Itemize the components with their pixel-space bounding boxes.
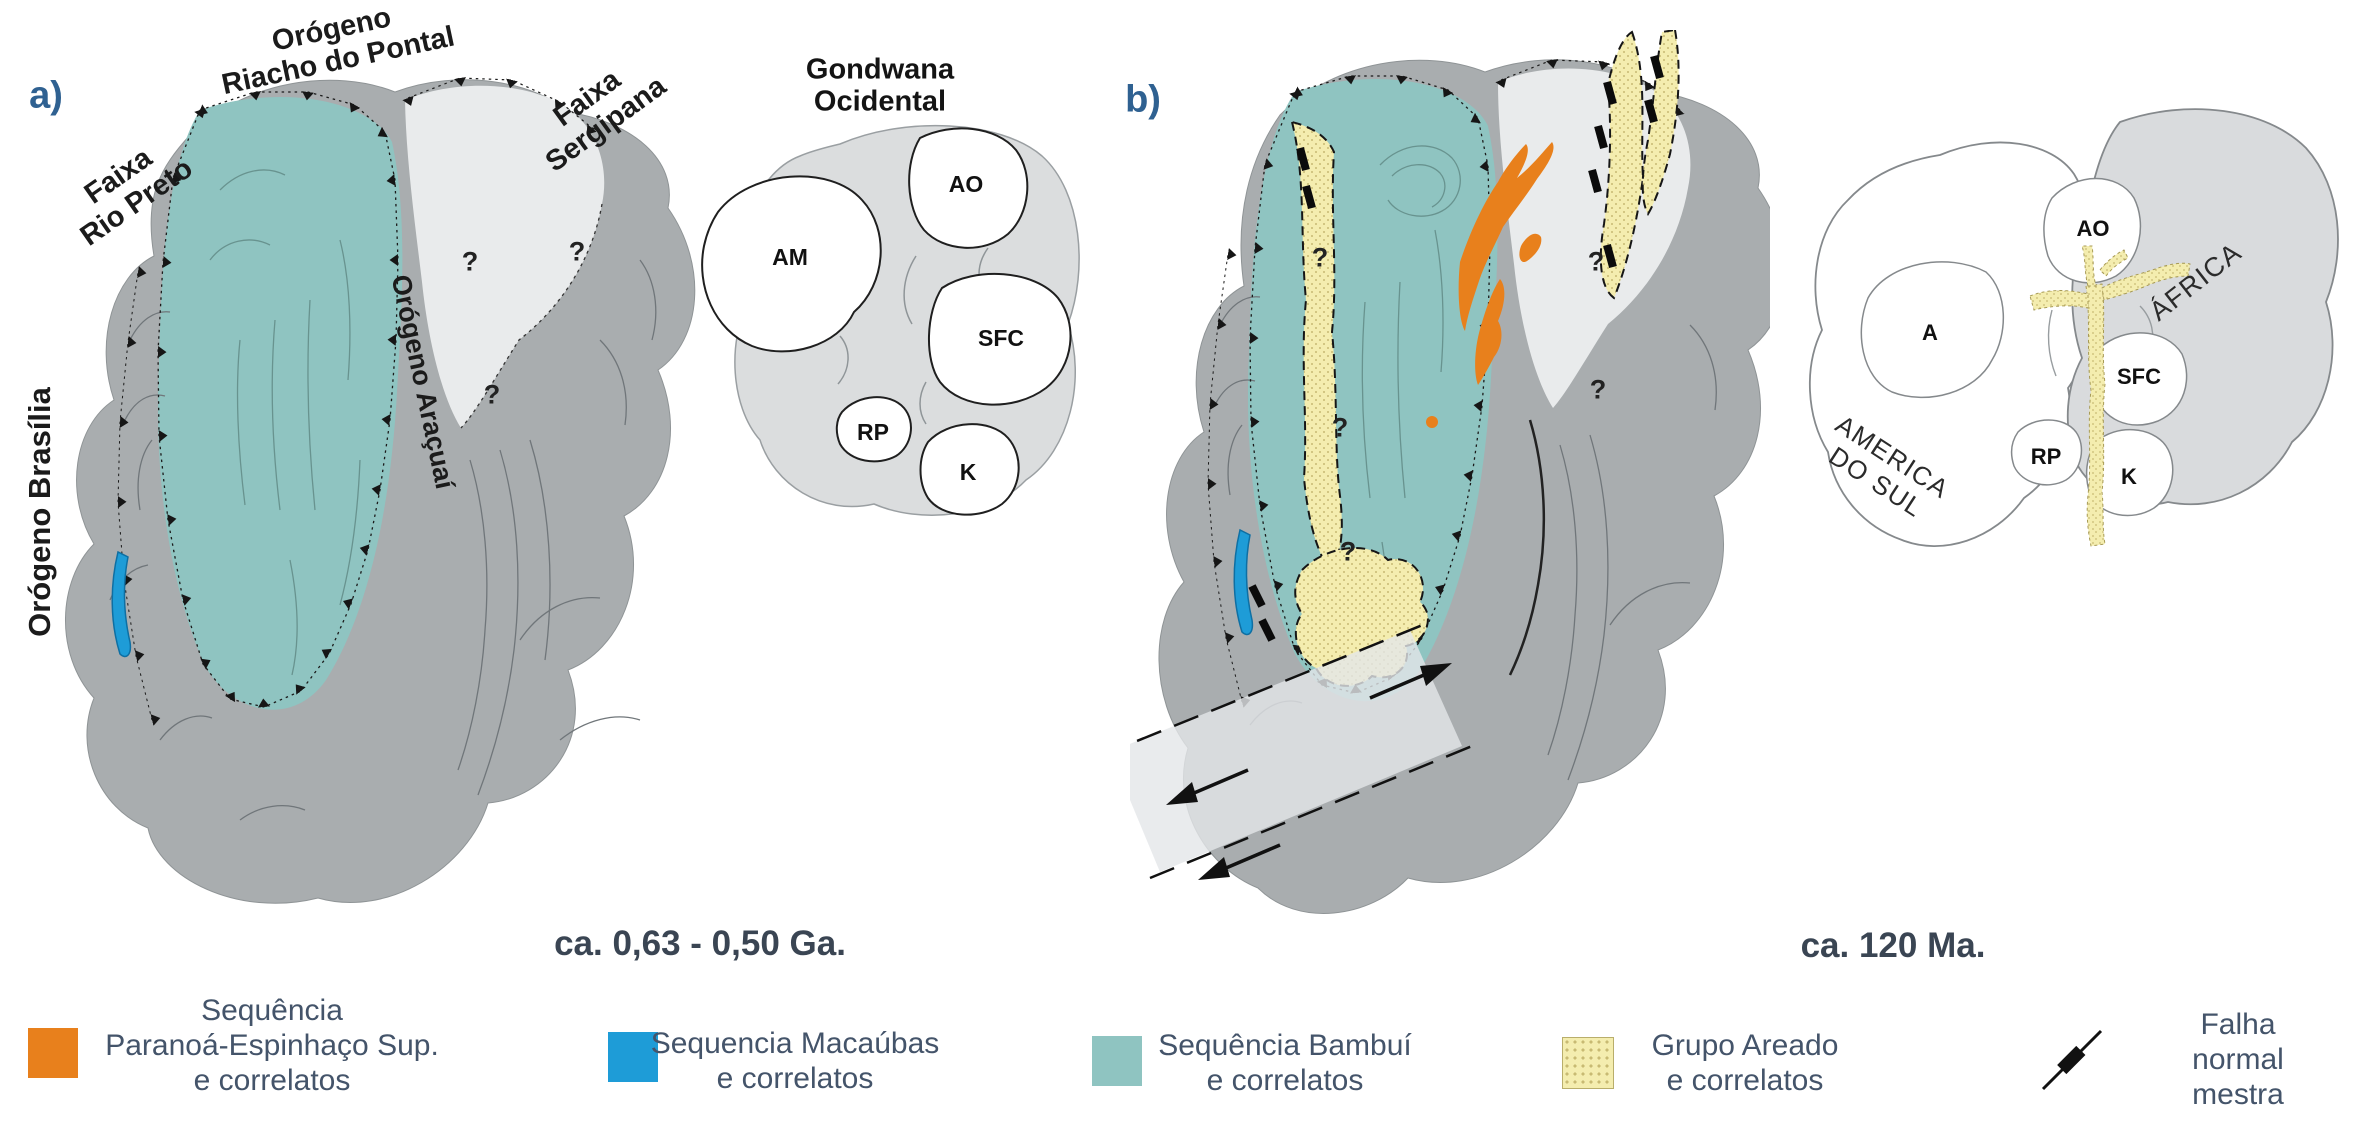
inset-south-america-africa: A AO SFC RP K (1809, 108, 2339, 547)
thrust-front-teeth-west (117, 266, 161, 726)
question-mark: ? (1331, 412, 1349, 443)
craton-rp (2010, 419, 2083, 486)
areado-rift-traces (2029, 245, 2191, 547)
craton-rp (835, 396, 912, 463)
label-a: A (1922, 320, 1938, 345)
craton-sfc (927, 272, 1072, 406)
macaubas-sliver (111, 550, 132, 658)
question-mark: ? (568, 236, 586, 267)
fold-lines-gray (109, 259, 657, 821)
label-rp: RP (857, 419, 889, 445)
thrust-front-teeth (1249, 75, 1491, 694)
thrust-front-teeth-west (1207, 248, 1251, 708)
caption-panel-a: ca. 0,63 - 0,50 Ga. (554, 924, 846, 963)
label-am: AM (772, 244, 808, 270)
legend-swatch-bambui (1092, 1036, 1142, 1086)
shear-sense-half-arrows (1166, 663, 1452, 880)
gondwana-title: Gondwana Ocidental (805, 53, 955, 118)
legend-swatch-paranoa (28, 1028, 78, 1078)
panel-a-letter: a) (29, 74, 63, 117)
craton-basement-area (405, 85, 605, 428)
legend-label-bambui: Sequência Bambuí e correlatos (1158, 1029, 1412, 1097)
legend-label-falha-normal: Falha normal mestra (2192, 1007, 2284, 1111)
gondwana-swirl-lines (837, 247, 989, 425)
craton-blobs (701, 127, 1072, 516)
craton-k (2085, 429, 2174, 517)
question-mark: ? (1587, 246, 1605, 277)
legend-swatch-macaubas (608, 1032, 658, 1082)
paranoa-espinhaco-outcrops (1426, 142, 1554, 428)
label-k: K (2121, 464, 2137, 489)
question-mark: ? (483, 379, 501, 410)
craton-boundary-dotted (460, 203, 603, 429)
shear-zone-dashed-borders (1130, 620, 1483, 880)
label-orogeno-brasilia: Orógeno Brasília (21, 387, 57, 637)
caption-panel-b: ca. 120 Ma. (1800, 926, 1986, 965)
legend-label-areado: Grupo Areado e correlatos (1651, 1029, 1839, 1097)
label-rp: RP (2031, 444, 2062, 469)
craton-a (1860, 261, 2005, 399)
question-mark: ? (1339, 536, 1357, 567)
map-panel-a (65, 77, 696, 904)
label-sfc: SFC (2117, 364, 2161, 389)
label-ao: AO (2077, 216, 2110, 241)
inset-gondwana: AM AO SFC RP K (701, 124, 1080, 516)
areado-band-east-2 (1641, 30, 1680, 216)
craton-ao (908, 127, 1029, 249)
panel-b-letter: b) (1125, 78, 1161, 121)
legend-label-macaubas: Sequencia Macaúbas e correlatos (650, 1027, 940, 1095)
normal-fault-symbol-icon (2041, 1029, 2103, 1091)
major-fault-line (1508, 419, 1546, 676)
craton-k (919, 423, 1020, 516)
shear-zone-band (1130, 630, 1462, 872)
label-ao: AO (949, 171, 984, 197)
craton-am (701, 175, 882, 353)
legend-swatch-areado (1562, 1037, 1614, 1089)
question-mark: ? (1311, 242, 1329, 273)
question-mark: ? (1589, 374, 1607, 405)
map-panel-b (1130, 30, 1770, 914)
label-k: K (960, 459, 977, 485)
macaubas-sliver (1233, 528, 1254, 636)
question-mark: ? (461, 246, 479, 277)
label-sfc: SFC (978, 325, 1024, 351)
legend-label-paranoa: Sequência Paranoá-Espinhaço Sup. e corre… (105, 993, 439, 1097)
normal-fault-bars (1248, 54, 1664, 642)
